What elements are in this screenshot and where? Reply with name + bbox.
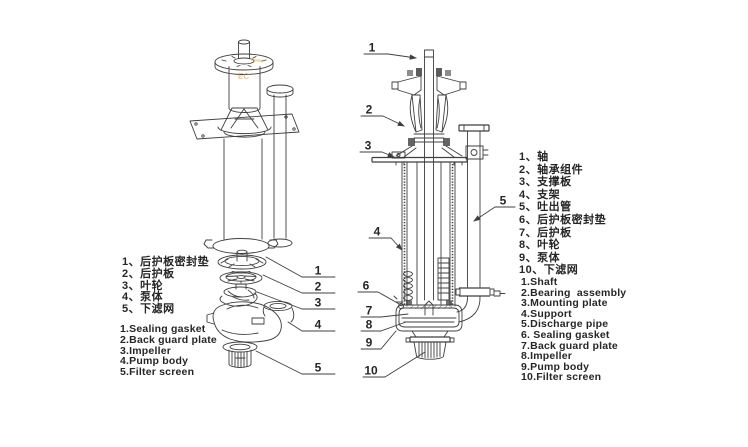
callout-left-1: 1 [314, 263, 322, 278]
list-item: 9.Pump body [521, 360, 590, 373]
right-parts-list-cn: 1、轴 2、轴承组件 3、支撑板 4、支架 5、吐出管 6、后护板密封垫 7、后… [519, 151, 606, 277]
callout-leaders-left [255, 256, 336, 375]
list-item: 4、支架 [519, 188, 561, 201]
callout-right-1: 1 [368, 40, 376, 55]
list-item: 3.Mounting plate [521, 297, 608, 310]
filter-screen-part [222, 341, 258, 368]
shaft-stub [238, 39, 250, 59]
callout-right-9: 9 [365, 335, 373, 350]
list-item: 1、后护板密封垫 [122, 256, 210, 268]
callout-left-2: 2 [314, 279, 322, 294]
list-item: 5、吐出管 [519, 201, 572, 214]
list-item: 2.Bearing assembly [521, 286, 627, 299]
list-item: 4、泵体 [122, 291, 164, 304]
right-parts-list-en: 1.Shaft 2.Bearing assembly 3.Mounting pl… [521, 277, 626, 383]
left-parts-list-cn: 1、后护板密封垫 2、后护板 3、叶轮 4、泵体 5、下滤网 [122, 256, 210, 316]
callout-right-5: 5 [499, 193, 507, 208]
list-item: 2.Back guard plate [120, 333, 217, 346]
list-item: 10、下滤网 [519, 264, 579, 277]
list-item: 9、泵体 [519, 251, 561, 264]
callout-right-2: 2 [365, 102, 373, 117]
list-item: 7、后护板 [519, 226, 572, 239]
bearing-bracket [217, 107, 272, 138]
list-item: 3、支撑板 [519, 176, 572, 189]
pump-body-part [206, 300, 295, 343]
list-item: 4.Pump body [120, 355, 189, 368]
list-item: 5.Filter screen [120, 366, 195, 379]
callout-right-6: 6 [362, 278, 370, 293]
sectional-view-diagram [357, 49, 516, 378]
list-item: 1.Shaft [521, 276, 558, 288]
callout-left-3: 3 [314, 295, 322, 310]
callout-right-7: 7 [365, 303, 373, 318]
sealing-gasket-part [217, 249, 267, 270]
list-item: 6. Sealing gasket [521, 328, 610, 341]
back-guard-plate-part [219, 271, 263, 285]
bearing-flange [214, 53, 274, 75]
discharge-pipe-exploded [266, 84, 294, 248]
exploded-view-diagram: EC [189, 39, 336, 375]
list-item: 1、轴 [519, 151, 549, 163]
list-item: 8.Impeller [521, 350, 573, 363]
list-item: 5.Discharge pipe [521, 318, 609, 331]
mounting-plate [371, 156, 468, 166]
watermark-mark: EC [238, 58, 264, 81]
bearing-housing [228, 66, 261, 113]
shaft [424, 49, 434, 301]
callout-right-8: 8 [365, 317, 373, 332]
support-column [203, 138, 279, 254]
packing-springs [403, 257, 450, 301]
list-item: 6、后护板密封垫 [519, 213, 607, 226]
bearing-assembly [391, 68, 467, 159]
list-item: 5、下滤网 [122, 303, 175, 316]
list-item: 4.Support [521, 307, 572, 320]
list-item: 3.Impeller [120, 344, 172, 357]
callout-right-10: 10 [364, 363, 378, 378]
callout-left-4: 4 [314, 317, 322, 332]
list-item: 10.Filter screen [521, 371, 602, 384]
callout-left-5: 5 [314, 360, 322, 375]
callout-right-3: 3 [364, 138, 372, 153]
list-item: 3、叶轮 [122, 279, 164, 292]
list-item: 2、轴承组件 [519, 163, 584, 176]
filter-screen [405, 330, 455, 360]
callout-leaders-right [357, 53, 516, 378]
callout-right-4: 4 [373, 224, 381, 239]
watermark-text: EC [238, 72, 249, 81]
list-item: 1.Sealing gasket [120, 323, 206, 335]
list-item: 8、叶轮 [519, 239, 561, 252]
impeller-part [219, 283, 258, 307]
list-item: 2、后护板 [122, 267, 175, 280]
list-item: 7.Back guard plate [521, 339, 618, 352]
mounting-plate-exploded [189, 113, 300, 140]
left-parts-list-en: 1.Sealing gasket 2.Back guard plate 3.Im… [120, 324, 217, 378]
pump-casing [393, 295, 463, 332]
discharge-pipe [455, 124, 506, 323]
support-casing [401, 161, 456, 307]
